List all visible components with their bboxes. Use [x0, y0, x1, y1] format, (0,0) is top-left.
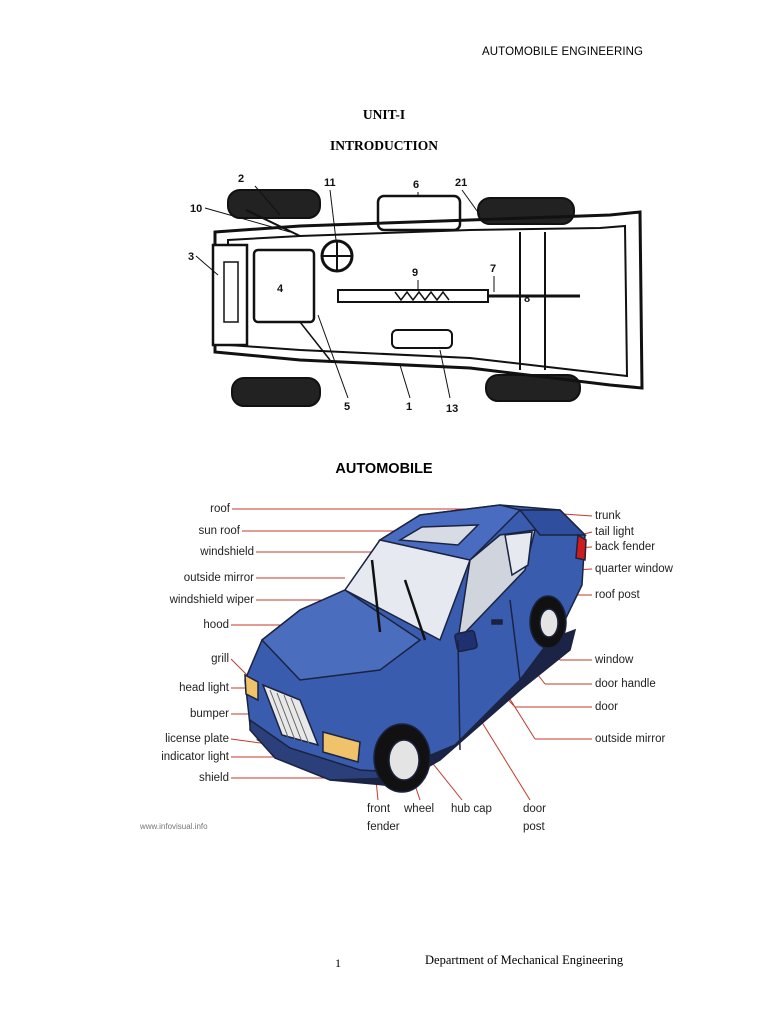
- label-windshield-wiper: windshield wiper: [169, 594, 254, 606]
- label-roof: roof: [210, 503, 230, 515]
- chassis-diagram: 2 10 11 6 21 3 4 9 7 8 5 1 13: [188, 173, 644, 415]
- label-wheel: wheel: [404, 803, 435, 815]
- car-figure-title: AUTOMOBILE: [335, 461, 433, 477]
- running-header: AUTOMOBILE ENGINEERING: [482, 46, 644, 58]
- callout-3: 3: [188, 251, 194, 263]
- page-number: 1: [335, 956, 341, 970]
- outside-mirror-shape: [454, 629, 478, 653]
- label-roof-post: roof post: [595, 589, 640, 601]
- label-hood: hood: [203, 619, 229, 631]
- label-back-fender: back fender: [595, 541, 656, 553]
- label-outside-mirror-right: outside mirror: [595, 733, 666, 745]
- label-window: window: [595, 654, 634, 666]
- hub-cap: [388, 739, 420, 781]
- callout-4: 4: [277, 283, 284, 295]
- callout-1: 1: [406, 401, 412, 413]
- frame-top-rail: [213, 210, 644, 390]
- grill: [261, 683, 320, 747]
- callout-13: 13: [446, 403, 458, 415]
- callout-8: 8: [524, 293, 530, 305]
- label-shield: shield: [198, 772, 229, 784]
- label-front: front: [367, 803, 391, 815]
- label-head-light: head light: [179, 682, 229, 694]
- label-grill: grill: [211, 653, 229, 665]
- label-bumper: bumper: [190, 708, 229, 720]
- label-windshield: windshield: [200, 546, 254, 558]
- tail-light: [575, 533, 587, 561]
- callout-11: 11: [324, 177, 336, 189]
- label-hub-cap: hub cap: [451, 803, 492, 815]
- label-trunk: trunk: [595, 510, 621, 522]
- callout-7: 7: [490, 263, 496, 275]
- engine: [252, 248, 316, 324]
- callout-9: 9: [412, 267, 418, 279]
- callout-10: 10: [190, 203, 202, 215]
- label-outside-mirror-left: outside mirror: [183, 572, 254, 584]
- callout-21: 21: [455, 177, 467, 189]
- unit-heading: UNIT-I: [362, 107, 406, 122]
- label-quarter-window: quarter window: [595, 563, 673, 575]
- label-license-plate: license plate: [165, 733, 229, 745]
- label-tail-light: tail light: [595, 526, 634, 538]
- image-watermark: www.infovisual.info: [140, 822, 208, 831]
- callout-6: 6: [413, 179, 419, 191]
- label-fender: fender: [367, 821, 400, 833]
- head-light: [244, 673, 259, 702]
- label-post: post: [523, 821, 545, 833]
- label-door-post-1: door: [523, 803, 547, 815]
- label-door: door: [595, 701, 619, 713]
- muffler: [391, 329, 453, 349]
- front-top-wheel: [227, 189, 321, 219]
- section-heading: INTRODUCTION: [329, 138, 438, 153]
- label-sun-roof: sun roof: [198, 525, 240, 537]
- sun-roof: [397, 524, 480, 546]
- label-indicator-light: indicator light: [161, 751, 229, 763]
- front-bottom-wheel: [231, 377, 321, 407]
- footer-department: Department of Mechanical Engineering: [425, 953, 624, 967]
- callout-2: 2: [238, 173, 244, 185]
- label-door-handle: door handle: [595, 678, 656, 690]
- callout-5: 5: [344, 401, 350, 413]
- trunk: [518, 509, 587, 536]
